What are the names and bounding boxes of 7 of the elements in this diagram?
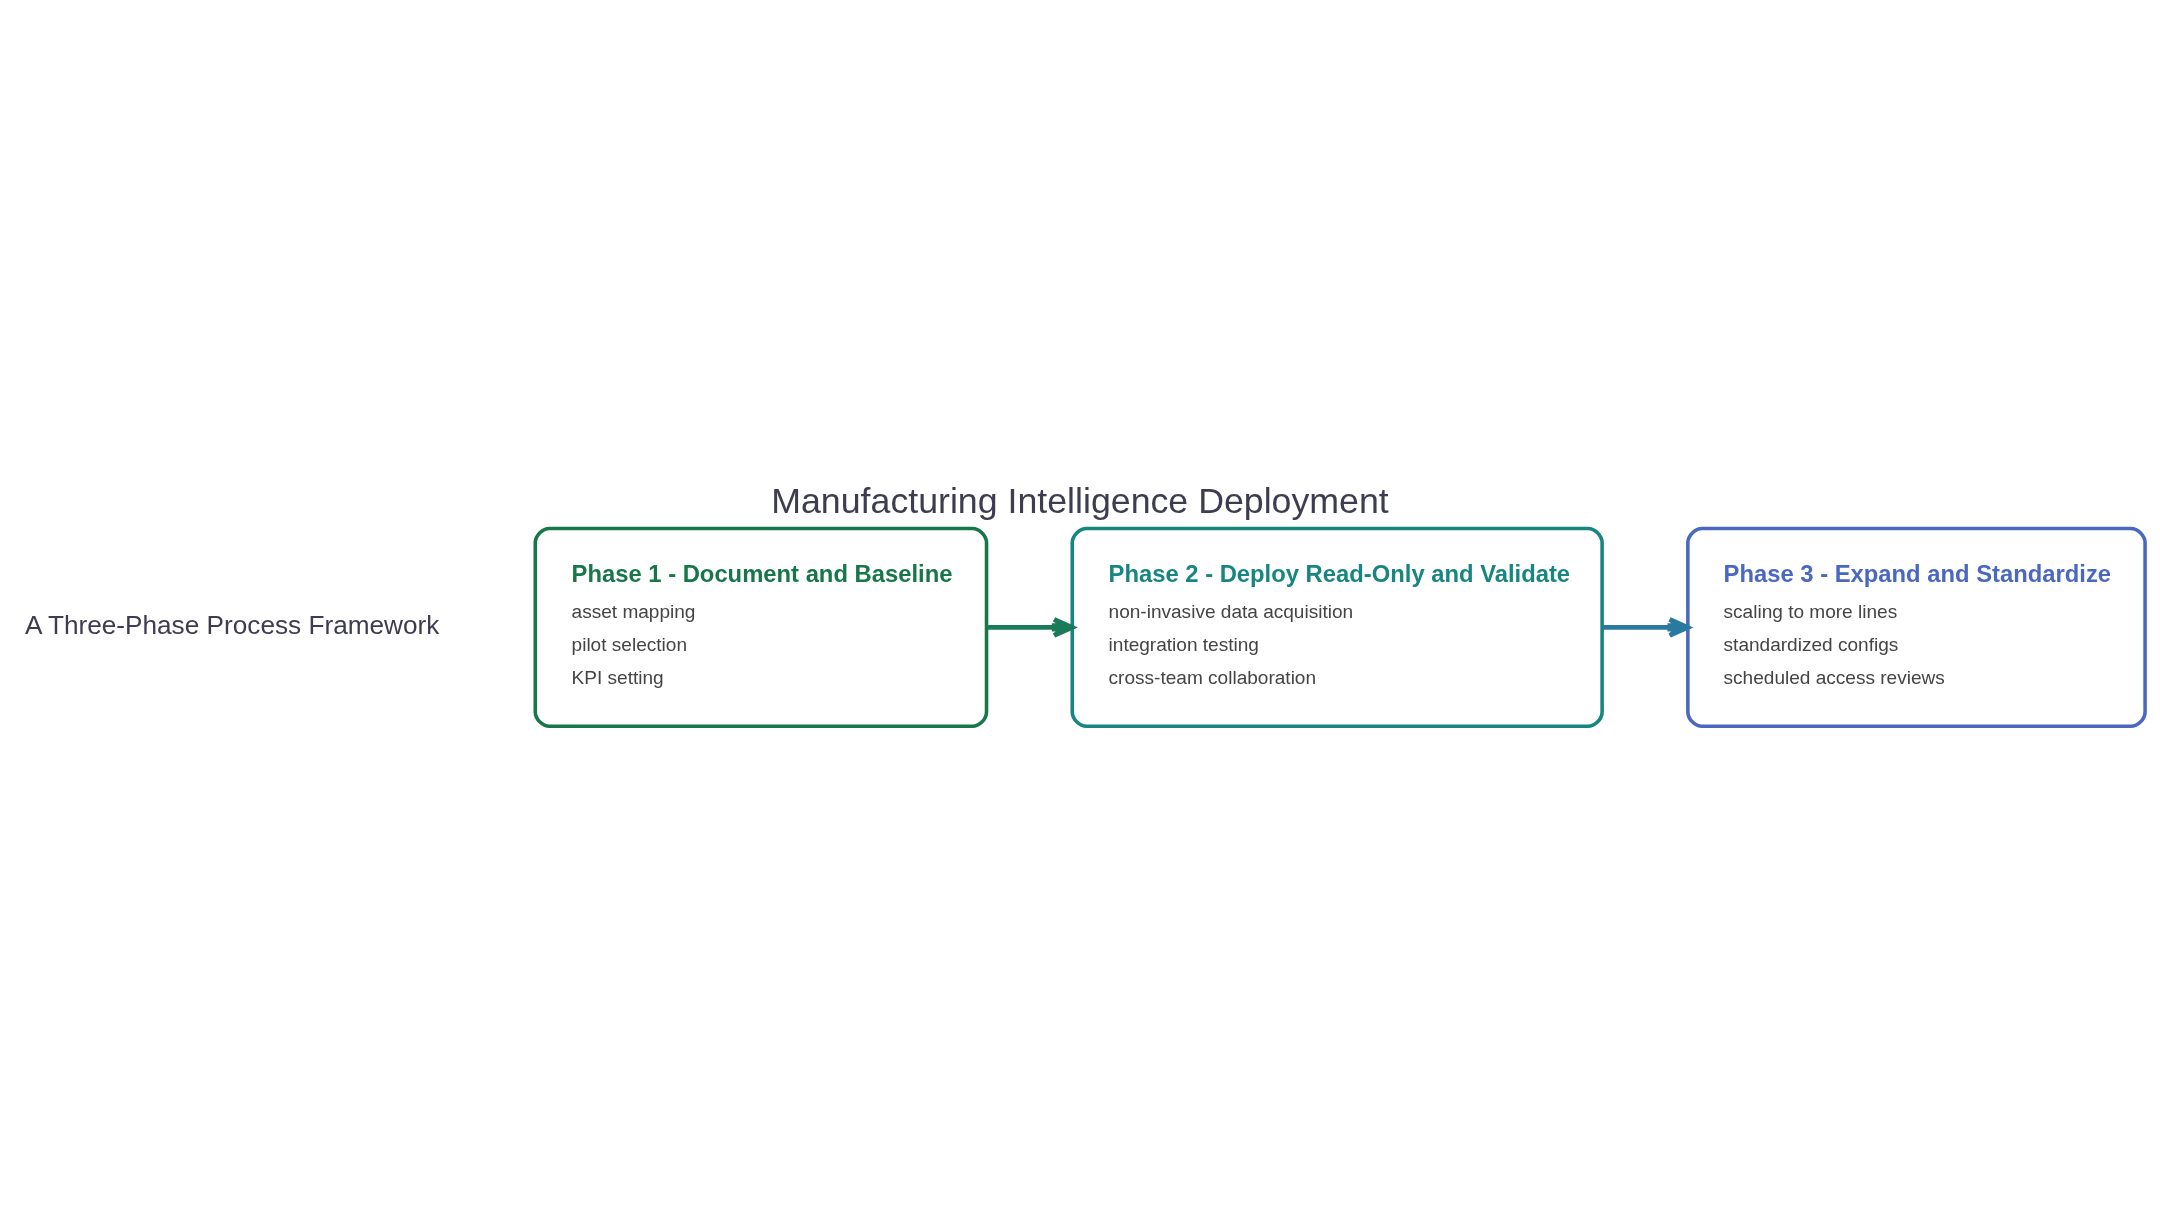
- diagram-title: Manufacturing Intelligence Deployment: [771, 481, 1389, 522]
- node-box: Phase 1 - Document and Baseline asset mapping pilot selection KPI setting: [533, 526, 989, 729]
- node-box: Phase 3 - Expand and Standardize scaling to more lines standardized configs scheduled access reviews: [1686, 526, 2147, 729]
- arrow: [986, 617, 1075, 638]
- node-box: Phase 2 - Deploy Read-Only and Validate non-invasive data acquisition integration testing cross-team collaboration: [1070, 526, 1604, 729]
- arrow: [1602, 617, 1691, 638]
- label: A Three-Phase Process Framework: [25, 610, 440, 641]
